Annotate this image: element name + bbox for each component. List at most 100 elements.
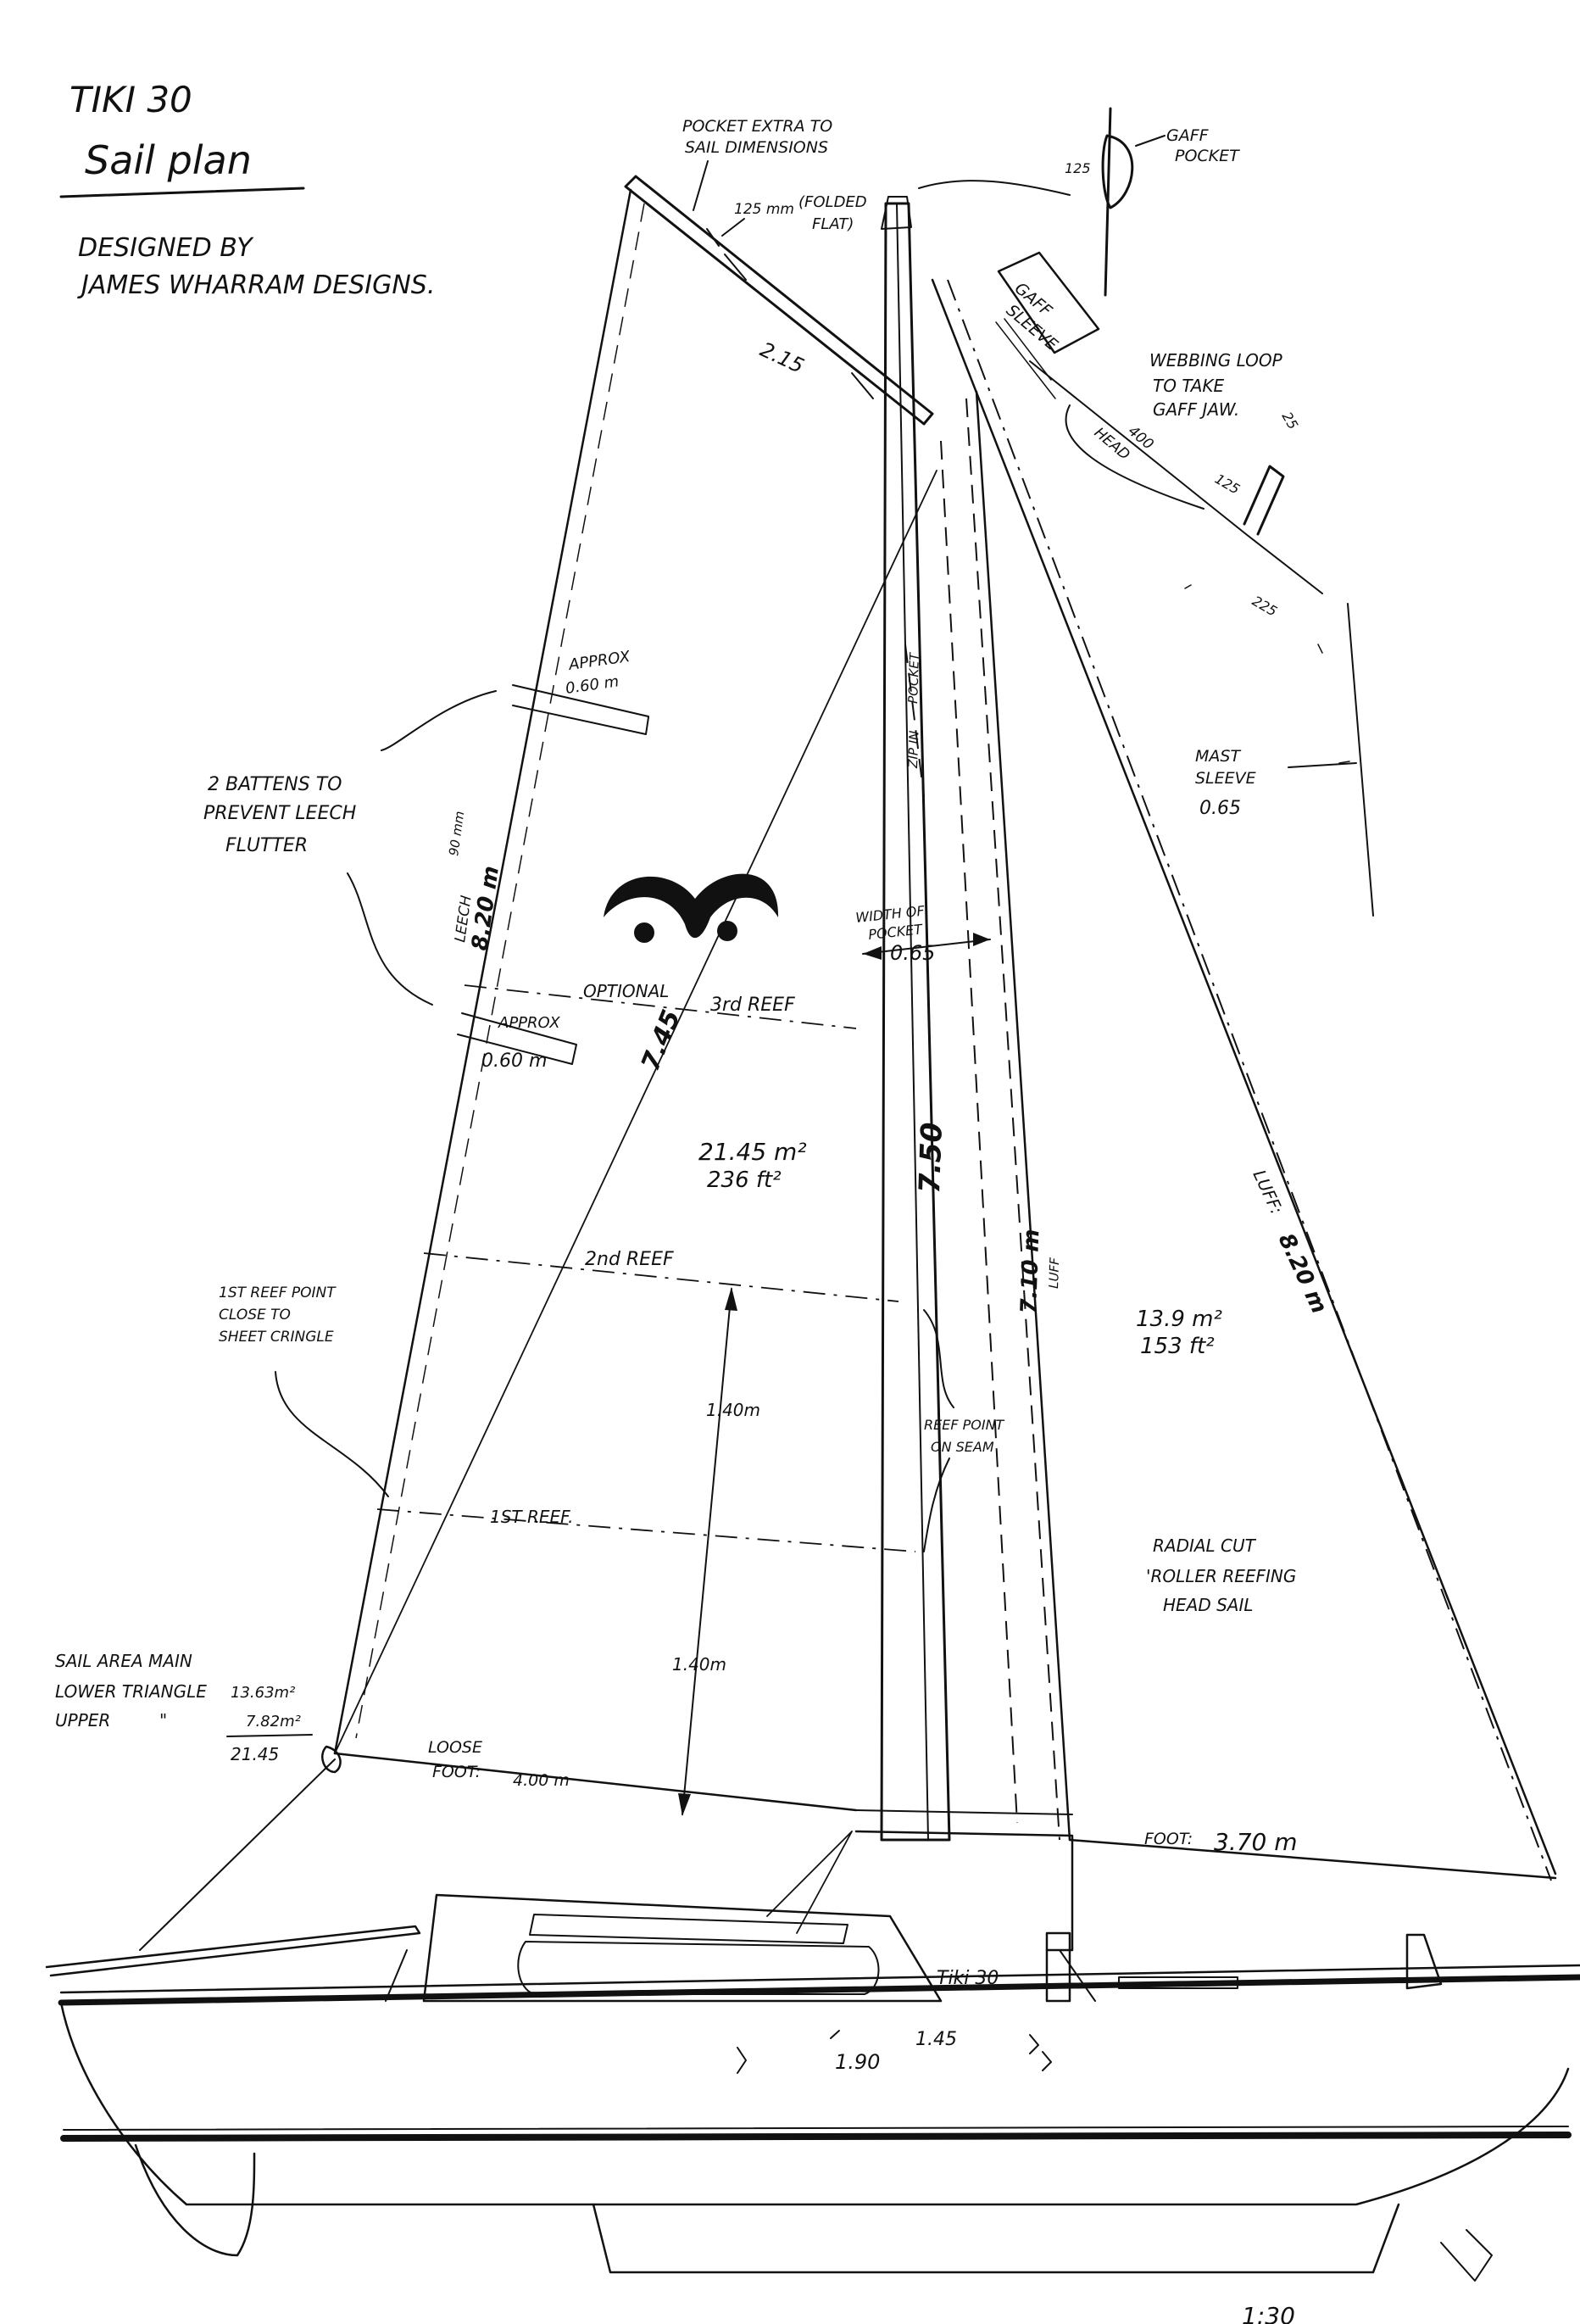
gaff-length: 2.15	[756, 337, 807, 378]
cabin-window	[517, 1941, 880, 1995]
sail-area-lower: LOWER TRIANGLE	[55, 1681, 207, 1702]
logo-mark	[604, 873, 779, 939]
gaff-notes: POCKET EXTRA TO SAIL DIMENSIONS 125 mm (…	[682, 107, 1374, 917]
boom-to-mast-foot	[855, 1809, 1073, 1815]
pocket-width-dim	[862, 939, 991, 955]
battens-leader-upper	[381, 690, 497, 751]
second-reef-label: 2nd REEF	[585, 1249, 674, 1270]
gaff-pocket-label2: POCKET	[1175, 147, 1240, 165]
dim-90mm: 90 mm	[446, 810, 467, 856]
pocket-extra-leader	[693, 160, 709, 211]
webbing-wave	[1065, 404, 1204, 510]
scale-label: 1:30	[1242, 2302, 1295, 2324]
batten-pocket-upper	[512, 684, 649, 735]
reef-note2: CLOSE TO	[219, 1307, 291, 1324]
reef-note3: SHEET CRINGLE	[219, 1329, 334, 1346]
designer-line2: JAMES WHARRAM DESIGNS.	[77, 270, 435, 300]
cabin-hatch	[529, 1914, 848, 1944]
folded-dim-ticks	[706, 218, 745, 247]
mast-step	[1045, 1931, 1071, 2003]
reef-spacing-dim-line	[682, 1288, 732, 1815]
diagonal-label: 7.45	[636, 1006, 687, 1075]
cabin-top	[422, 1893, 943, 2003]
leech-line	[333, 188, 632, 1755]
detail-ticks	[1184, 584, 1350, 764]
gaff-pocket-label1: GAFF	[1166, 126, 1210, 145]
approx2-value: 0.60 m	[481, 1051, 547, 1072]
webbing-label2: TO TAKE	[1153, 376, 1224, 396]
dim-25: 25	[1279, 410, 1302, 432]
pocket-extra-label: POCKET EXTRA TO	[682, 117, 832, 136]
logo-dot-left	[634, 922, 654, 943]
title-name: TIKI 30	[70, 79, 192, 120]
head-sail-label: HEAD SAIL	[1163, 1595, 1254, 1615]
headsail-foot	[1068, 1838, 1557, 1880]
headsail-luff-tape	[947, 279, 1552, 1881]
flat-label: FLAT)	[812, 215, 854, 233]
sheer-line	[59, 1964, 1580, 1994]
title-underline	[59, 187, 305, 198]
hull: Tiki 30 1.90 1.45 1:30	[45, 1745, 1580, 2324]
wharram-logo	[604, 873, 779, 943]
headsail-area-m2: 13.9 m²	[1136, 1307, 1222, 1332]
headsail: 7.10 m LUFF LUFF: 8.20 m 13.9 m² 153 ft²…	[855, 278, 1557, 1881]
sail-area-table: SAIL AREA MAIN LOWER TRIANGLE 13.63m² UP…	[55, 1651, 313, 1764]
deck-cleat	[1118, 1976, 1238, 1989]
sail-area-ditto: "	[159, 1710, 167, 1730]
battens-leader-lower	[347, 872, 433, 1006]
waterline	[63, 2126, 1569, 2131]
headsail-foot-value: 3.70 m	[1214, 1828, 1298, 1856]
cabin-ends	[385, 1949, 1096, 2002]
mast-spar	[880, 202, 951, 1842]
battens-label3: FLUTTER	[225, 835, 308, 856]
gaff-pocket-dim: 125	[1065, 160, 1091, 176]
reef-seam1: REEF POINT	[924, 1417, 1005, 1433]
reef-spacing2: 1.40m	[672, 1654, 726, 1675]
sail-area-sum-line	[226, 1734, 313, 1737]
sail-area-line1: SAIL AREA MAIN	[55, 1651, 192, 1671]
folded-label: (FOLDED	[798, 193, 867, 211]
title-block: TIKI 30 Sail plan DESIGNED BY JAMES WHAR…	[59, 79, 435, 300]
first-reef-line	[376, 1508, 916, 1552]
boot-stripe	[60, 2132, 1572, 2142]
folded-dim: 125 mm	[734, 201, 794, 218]
optional-label: OPTIONAL	[583, 981, 669, 1001]
main-foot-value: 4.00 m	[513, 1771, 570, 1790]
webbing-tab	[1243, 465, 1285, 536]
webbing-label1: WEBBING LOOP	[1149, 350, 1283, 371]
zip-pocket-line	[904, 644, 925, 798]
dim-125: 125	[1212, 471, 1243, 498]
loose-label: LOOSE	[428, 1738, 482, 1757]
mast-base	[854, 1830, 1074, 1952]
main-area-m2: 21.45 m²	[698, 1138, 807, 1166]
logo-dot-right	[717, 921, 737, 941]
dim-225: 225	[1249, 593, 1280, 620]
second-reef-line	[423, 1252, 899, 1302]
head-detail-line	[1029, 360, 1323, 594]
third-reef-label: 3rd REEF	[710, 995, 795, 1016]
designer-line1: DESIGNED BY	[78, 233, 254, 263]
sail-area-upper-value: 7.82m²	[246, 1713, 301, 1730]
pocket-width-arrows	[863, 933, 990, 960]
tiller	[45, 1925, 421, 1977]
mast-sleeve-leader	[1288, 762, 1357, 768]
headsail-area-ft2: 153 ft²	[1140, 1334, 1215, 1359]
main-foot-line	[333, 1752, 858, 1812]
third-reef-line	[464, 984, 857, 1029]
gaff-pocket-shape	[1101, 134, 1134, 209]
reef-spacing1: 1.40m	[706, 1400, 760, 1420]
foot-label: FOOT:	[432, 1763, 481, 1781]
hull-bottom	[59, 2001, 1570, 2206]
reef-seam-leader	[923, 1309, 954, 1552]
sheet-leads	[766, 1831, 853, 1934]
zip-label: ZIP IN	[905, 730, 922, 769]
bow-fitting	[1405, 1933, 1443, 1990]
title-subtitle: Sail plan	[85, 137, 252, 183]
gaff-pocket-leader	[1135, 135, 1166, 147]
mast-sleeve-label1: MAST	[1195, 747, 1241, 766]
forestay-line	[931, 278, 1557, 1875]
pocket-extra-label2: SAIL DIMENSIONS	[685, 138, 828, 157]
sail-area-total: 21.45	[231, 1744, 279, 1764]
leech-tape	[355, 203, 645, 1739]
